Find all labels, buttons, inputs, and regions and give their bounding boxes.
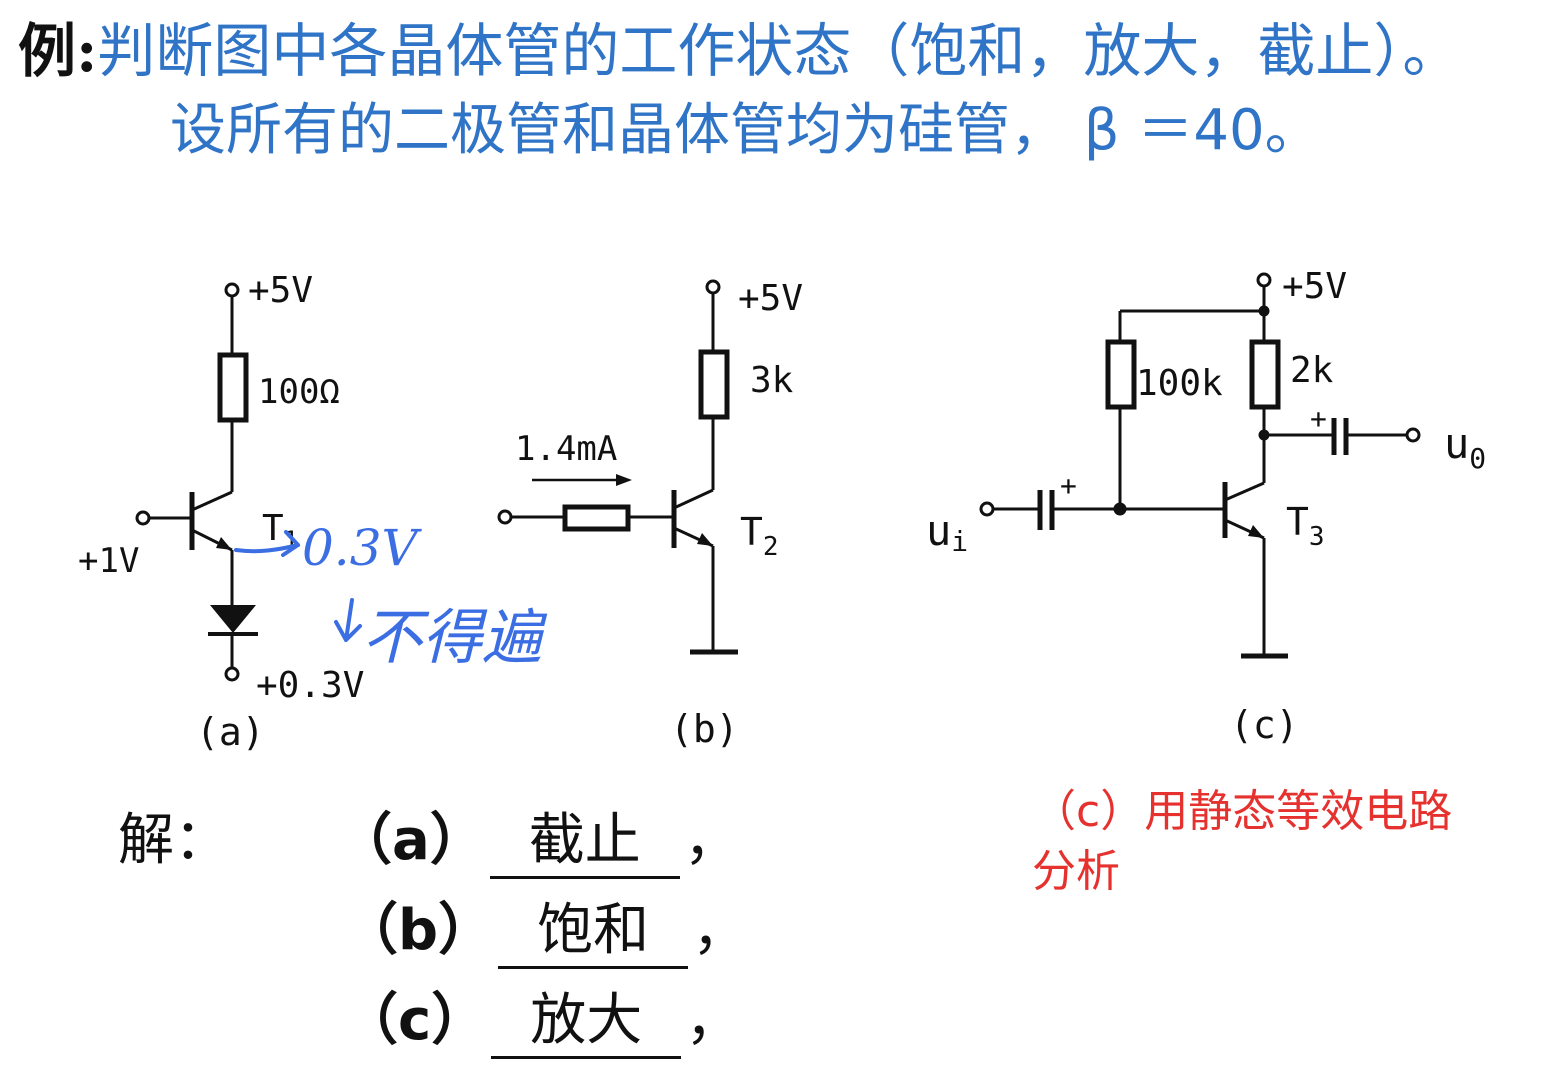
input-terminal-c [979,501,995,517]
transistor-label-t2: T2 [740,510,779,562]
answer-c: （c）放大， [342,986,741,1059]
resistor-100k [1105,339,1137,410]
circuit-a [135,282,258,682]
answer-c-label: （c） [342,988,488,1053]
supply-terminal-a [224,282,240,298]
diode-terminal [224,666,240,682]
resistor-label-a: 100Ω [258,372,340,412]
question-line-1: 例:判断图中各晶体管的工作状态（饱和，放大，截止）。 [18,14,1460,88]
output-cap-plus: + [1310,402,1327,435]
handwritten-note: 不得遍 [362,603,548,673]
answer-b: （b）饱和， [342,896,748,969]
output-label: u0 [1444,419,1486,475]
input-label-c: ui [926,506,968,558]
answer-label: 解： [118,808,230,873]
emitter-arrow-t1 [216,537,232,550]
emitter-arrow-t3 [1248,525,1264,538]
resistor-label-2k: 2k [1290,350,1334,391]
handwritten-voltage: 0.3V [302,519,423,577]
input-terminal-a [135,510,151,526]
caption-a: (a) [196,710,265,754]
answer-b-label: （b） [342,898,495,963]
input-cap-plus: + [1060,469,1077,502]
answer-a-label: （a） [336,808,486,873]
input-label-a: +1V [78,541,139,581]
diode [210,605,256,633]
circuit-b [497,279,738,655]
answer-b-value: 饱和 [498,896,689,969]
resistor-2k [1249,339,1281,410]
base-resistor-b [562,504,631,532]
question-line-2: 设所有的二极管和晶体管均为硅管， β ＝40。 [170,98,1321,163]
caption-c: (c) [1230,703,1299,747]
circuit-c [979,272,1421,659]
resistor-label-b: 3k [750,360,794,401]
diode-label: +0.3V [256,665,364,706]
resistor-100ohm [217,352,249,423]
output-terminal [1405,427,1421,443]
emitter-arrow-t2 [697,533,713,546]
input-terminal-b [497,509,513,525]
resistor-3k [698,349,730,420]
supply-terminal-b [705,279,721,295]
handwritten-arrow-2 [334,598,362,642]
question-text: 判断图中各晶体管的工作状态（饱和，放大，截止）。 [97,17,1461,85]
transistor-label-t3: T3 [1286,500,1325,552]
resistor-label-100k: 100k [1136,363,1223,404]
answer-a: （a）截止， [336,806,740,879]
answer-a-value: 截止 [489,806,680,879]
supply-label-a: +5V [248,270,313,311]
supply-label-b: +5V [738,278,803,319]
current-label: 1.4mA [515,429,617,469]
answer-c-value: 放大 [491,986,682,1059]
supply-label-c: +5V [1282,266,1347,307]
analysis-note: （c）用静态等效电路分析 [1032,786,1453,897]
example-prefix: 例: [18,17,98,85]
supply-terminal-c [1256,272,1272,288]
caption-b: (b) [670,707,739,751]
